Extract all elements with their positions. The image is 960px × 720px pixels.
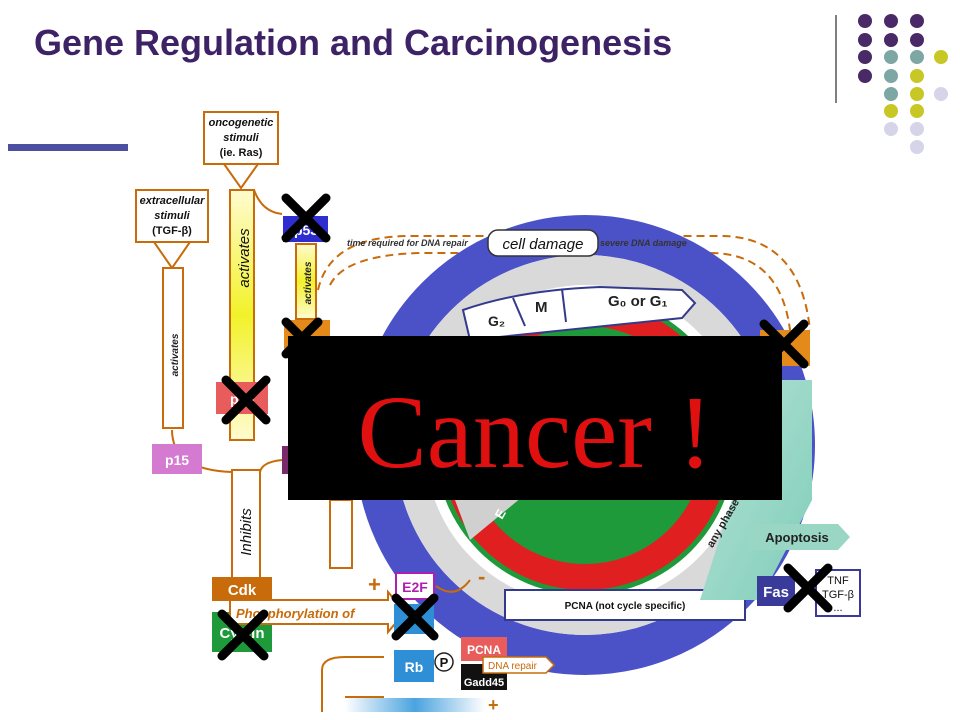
- phase-tab: [461, 285, 697, 342]
- cross-mark-e2f: [391, 593, 439, 641]
- slide-title: Gene Regulation and Carcinogenesis: [34, 22, 673, 63]
- phase-divider-2: [561, 288, 567, 323]
- cell-damage-box: [487, 229, 599, 257]
- apoptosis-banner: [748, 524, 850, 550]
- cdk-label: Cdk: [228, 582, 257, 599]
- bottom-blue-band: [345, 698, 485, 712]
- onco-arrow-head: [222, 163, 260, 190]
- rb-label: Rb: [405, 659, 424, 675]
- severe-damage-label: severe DNA damage: [600, 238, 687, 248]
- apoptosis-label: Apoptosis: [765, 530, 829, 545]
- p15-box: [152, 444, 202, 474]
- fas-label: Fas: [763, 584, 789, 601]
- dna-repair-arrow: [482, 656, 556, 674]
- phase-divider-1: [512, 297, 526, 327]
- tnf-line-2: TGF-β: [822, 589, 854, 601]
- dashed-loop-inner: [329, 252, 791, 331]
- phase-m: M: [535, 299, 548, 316]
- activates-band-mid: [295, 243, 317, 320]
- cross-mark-fas: [783, 563, 833, 613]
- dna-repair-label: DNA repair: [488, 661, 538, 672]
- phase-g0-g1: G₀ or G₁: [608, 293, 668, 310]
- extracellular-stimuli-box: [135, 189, 209, 243]
- tnf-line-3: ...: [833, 602, 842, 614]
- extra-line-2: stimuli: [154, 210, 190, 222]
- dashed-loop-outer: [317, 235, 811, 331]
- pcna-label: PCNA: [467, 643, 501, 657]
- cancer-text: Cancer !: [357, 375, 712, 490]
- cross-mark-p16: [221, 375, 271, 425]
- tnf-line-1: TNF: [827, 575, 849, 587]
- activates-label-mid: activates: [303, 261, 314, 304]
- activates-label-left: activates: [170, 333, 181, 376]
- phase-g2: G₂: [488, 313, 505, 329]
- phosphate-label: P: [440, 655, 449, 670]
- bottom-loop: [321, 656, 384, 712]
- e2f-box: [395, 572, 435, 600]
- p15-label: p15: [165, 452, 189, 468]
- pcna-note-label: PCNA (not cycle specific): [565, 601, 686, 612]
- extra-arrow-head: [152, 241, 192, 270]
- onco-line-2: stimuli: [223, 132, 259, 144]
- phosphate-badge: [434, 652, 454, 672]
- plus-sign-cdk: +: [368, 572, 381, 597]
- repair-time-label: time required for DNA repair: [347, 238, 468, 248]
- e2f-label: E2F: [402, 579, 428, 595]
- activates-band-left: [162, 267, 184, 429]
- cross-mark-cyclin: [217, 609, 269, 661]
- p53-connector: [253, 189, 283, 215]
- rb-box: [394, 650, 434, 682]
- cell-damage-label: cell damage: [503, 236, 584, 253]
- accent-bar: [8, 144, 128, 151]
- onco-line-1: oncogenetic: [209, 117, 274, 129]
- extra-line-3: (TGF-β): [152, 225, 192, 237]
- plus-sign-bottom: +: [488, 695, 499, 715]
- right-band: [329, 499, 353, 569]
- inhibits-band: [231, 469, 261, 579]
- inhibits-label: Inhibits: [238, 508, 255, 556]
- cancer-overlay: [288, 336, 782, 500]
- minus-sign-e2f: -: [478, 564, 485, 589]
- extra-line-1: extracellular: [140, 195, 206, 207]
- onco-line-3: (ie. Ras): [220, 147, 263, 159]
- pcna-note-banner: [504, 589, 746, 621]
- corner-dots: [858, 14, 948, 154]
- activates-label-big: activates: [236, 228, 253, 288]
- gadd45-label: Gadd45: [464, 677, 504, 689]
- e2f-curl-arrow: [435, 579, 471, 593]
- cross-mark-p53: [281, 193, 331, 243]
- cdk-box: [212, 577, 272, 601]
